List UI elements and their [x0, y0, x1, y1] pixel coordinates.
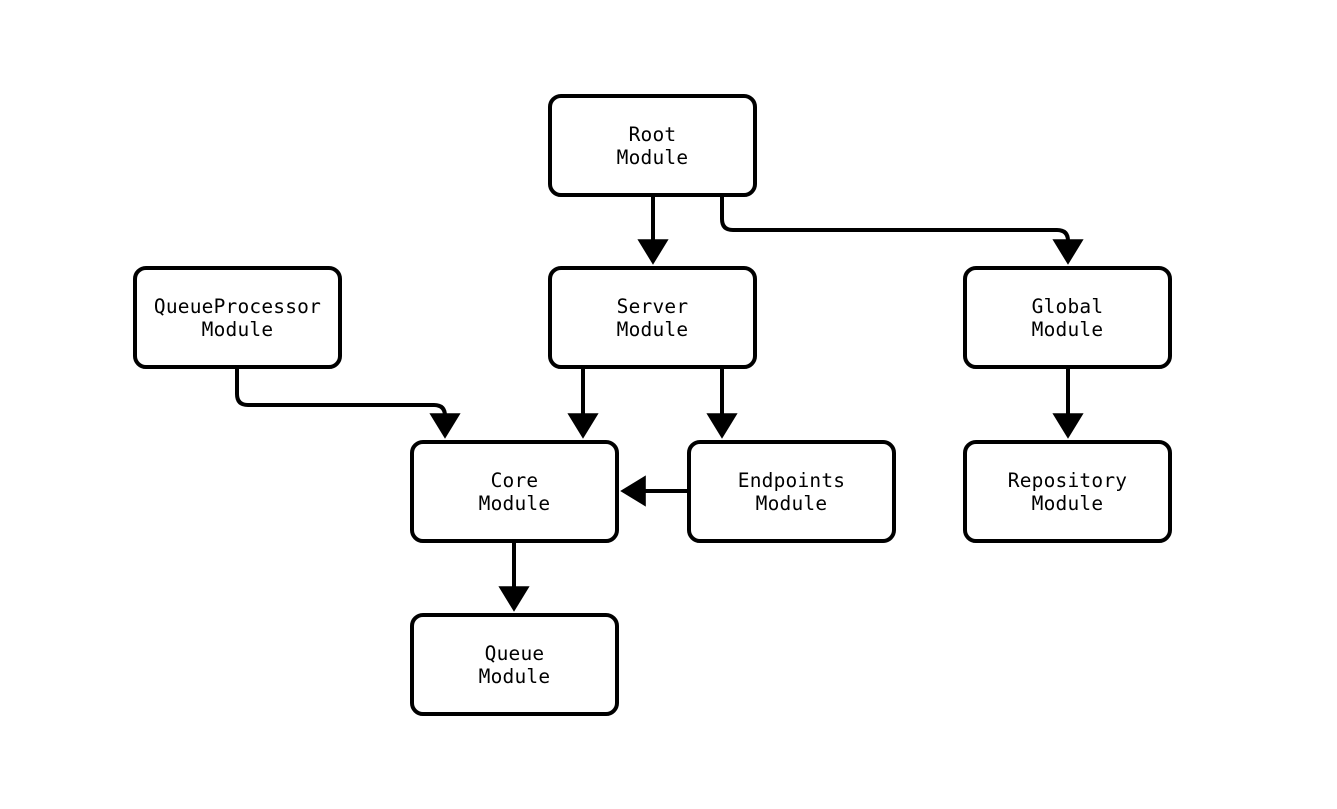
node-root-label-line2: Module: [616, 145, 689, 169]
node-global-label-line2: Module: [1031, 317, 1104, 341]
node-server-label-line2: Module: [616, 317, 689, 341]
node-queueprocessor-label-line2: Module: [201, 317, 274, 341]
node-queue-label-line1: Queue: [484, 641, 545, 665]
node-endpoints-label-line1: Endpoints: [737, 468, 846, 492]
node-core-label-line2: Module: [478, 491, 551, 515]
edge-queueprocessor-to-core: [235, 369, 461, 439]
node-repository-label-line2: Module: [1031, 491, 1104, 515]
node-endpoints-label-line2: Module: [755, 491, 828, 515]
node-queueprocessor-label-line1: QueueProcessor: [153, 294, 322, 318]
node-server-label-line1: Server: [616, 294, 689, 318]
edge-root-to-global: [720, 197, 1084, 265]
node-repository-label-line1: Repository: [1007, 468, 1128, 492]
node-core-label-line1: Core: [490, 468, 539, 492]
node-global-label-line1: Global: [1031, 294, 1104, 318]
node-queue-label-line2: Module: [478, 664, 551, 688]
node-root-label-line1: Root: [628, 122, 677, 146]
